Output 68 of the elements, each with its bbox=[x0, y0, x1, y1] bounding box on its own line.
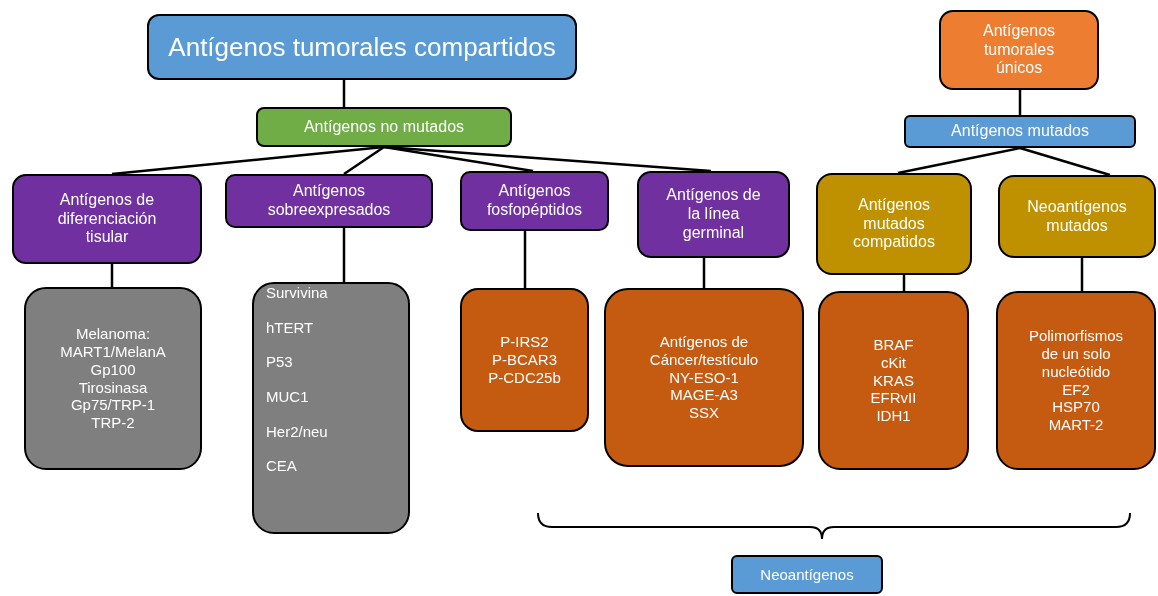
connector-line bbox=[383, 145, 712, 173]
node-text: TRP-2 bbox=[91, 413, 135, 432]
antigen-list-box bbox=[996, 291, 1156, 470]
node-text: KRAS bbox=[873, 371, 914, 390]
node-text: NY-ESO-1 bbox=[669, 368, 739, 387]
node-text: IDH1 bbox=[876, 407, 911, 425]
node-text: Antígenos mutados compatidos bbox=[852, 195, 936, 253]
node-text: P53 bbox=[266, 353, 293, 372]
node-text: Neoantígenos bbox=[760, 565, 854, 584]
node-text: Antígenos de diferenciación tisular bbox=[56, 190, 158, 248]
node-text: SSX bbox=[689, 404, 719, 422]
node-text: CEA bbox=[266, 457, 297, 476]
connector-line bbox=[383, 145, 534, 173]
node-text: Antígenos tumorales compartidos bbox=[168, 31, 556, 63]
connector-line bbox=[1080, 258, 1084, 291]
node-text: Neoantígenos mutados bbox=[1026, 197, 1128, 236]
category-box bbox=[816, 173, 972, 275]
node-text: Antígenos mutados bbox=[951, 122, 1089, 141]
antigen-list-box bbox=[460, 288, 589, 432]
node-text: MART1/MelanA bbox=[60, 343, 166, 361]
node-text: hTERT bbox=[266, 318, 314, 337]
node-text: Melanoma: bbox=[75, 325, 151, 344]
node-text: Antígenos tumorales únicos bbox=[981, 21, 1057, 79]
category-box bbox=[256, 107, 512, 147]
node-text: Survivina bbox=[266, 284, 328, 302]
connector-line bbox=[523, 231, 527, 288]
heading-box bbox=[939, 10, 1099, 90]
node-text: Gp75/TRP-1 bbox=[70, 396, 156, 414]
category-box bbox=[460, 171, 609, 231]
node-text: MAGE-A3 bbox=[670, 386, 738, 405]
connector-line bbox=[110, 264, 114, 287]
category-box bbox=[12, 174, 202, 264]
node-text: BRAF bbox=[873, 336, 914, 354]
connector-line bbox=[702, 258, 706, 288]
node-text: cKit bbox=[881, 353, 906, 372]
node-text: HSP70 bbox=[1052, 398, 1100, 416]
category-box bbox=[998, 175, 1156, 258]
category-box bbox=[731, 555, 883, 594]
antigen-list-box bbox=[252, 282, 410, 534]
category-box bbox=[904, 115, 1136, 148]
node-text: Antígenos no mutados bbox=[303, 117, 465, 137]
node-text: Antígenos de la línea germinal bbox=[665, 186, 762, 243]
node-text: Her2/neu bbox=[266, 422, 328, 441]
node-text: Antígenos sobreexpresados bbox=[266, 182, 392, 220]
connector-line bbox=[1018, 90, 1022, 115]
connector-line bbox=[1019, 146, 1111, 177]
node-text: P-IRS2 bbox=[500, 333, 549, 352]
connector-line bbox=[342, 228, 346, 282]
connector-line bbox=[342, 80, 346, 107]
category-box bbox=[637, 171, 790, 258]
category-box bbox=[225, 174, 433, 228]
node-text: Tirosinasa bbox=[78, 378, 148, 397]
antigen-list-box bbox=[818, 291, 969, 470]
connector-line bbox=[897, 146, 1021, 175]
node-text: P-CDC25b bbox=[488, 368, 561, 387]
node-text: Polimorfismos de un solo nucleótido bbox=[1027, 327, 1125, 381]
node-text: EFRvII bbox=[870, 389, 917, 408]
node-text: Gp100 bbox=[90, 360, 136, 379]
node-text: EF2 bbox=[1062, 380, 1090, 399]
heading-box bbox=[147, 14, 577, 80]
connector-line bbox=[343, 145, 385, 176]
antigen-list-box bbox=[604, 288, 804, 467]
node-text: Antígenos fosfopéptidos bbox=[485, 182, 584, 220]
node-text: Antígenos de Cáncer/testículo bbox=[648, 333, 760, 369]
antigen-list-box bbox=[24, 287, 202, 470]
node-text: P-BCAR3 bbox=[492, 351, 557, 369]
node-text: MART-2 bbox=[1048, 415, 1104, 434]
node-text: MUC1 bbox=[266, 388, 309, 406]
